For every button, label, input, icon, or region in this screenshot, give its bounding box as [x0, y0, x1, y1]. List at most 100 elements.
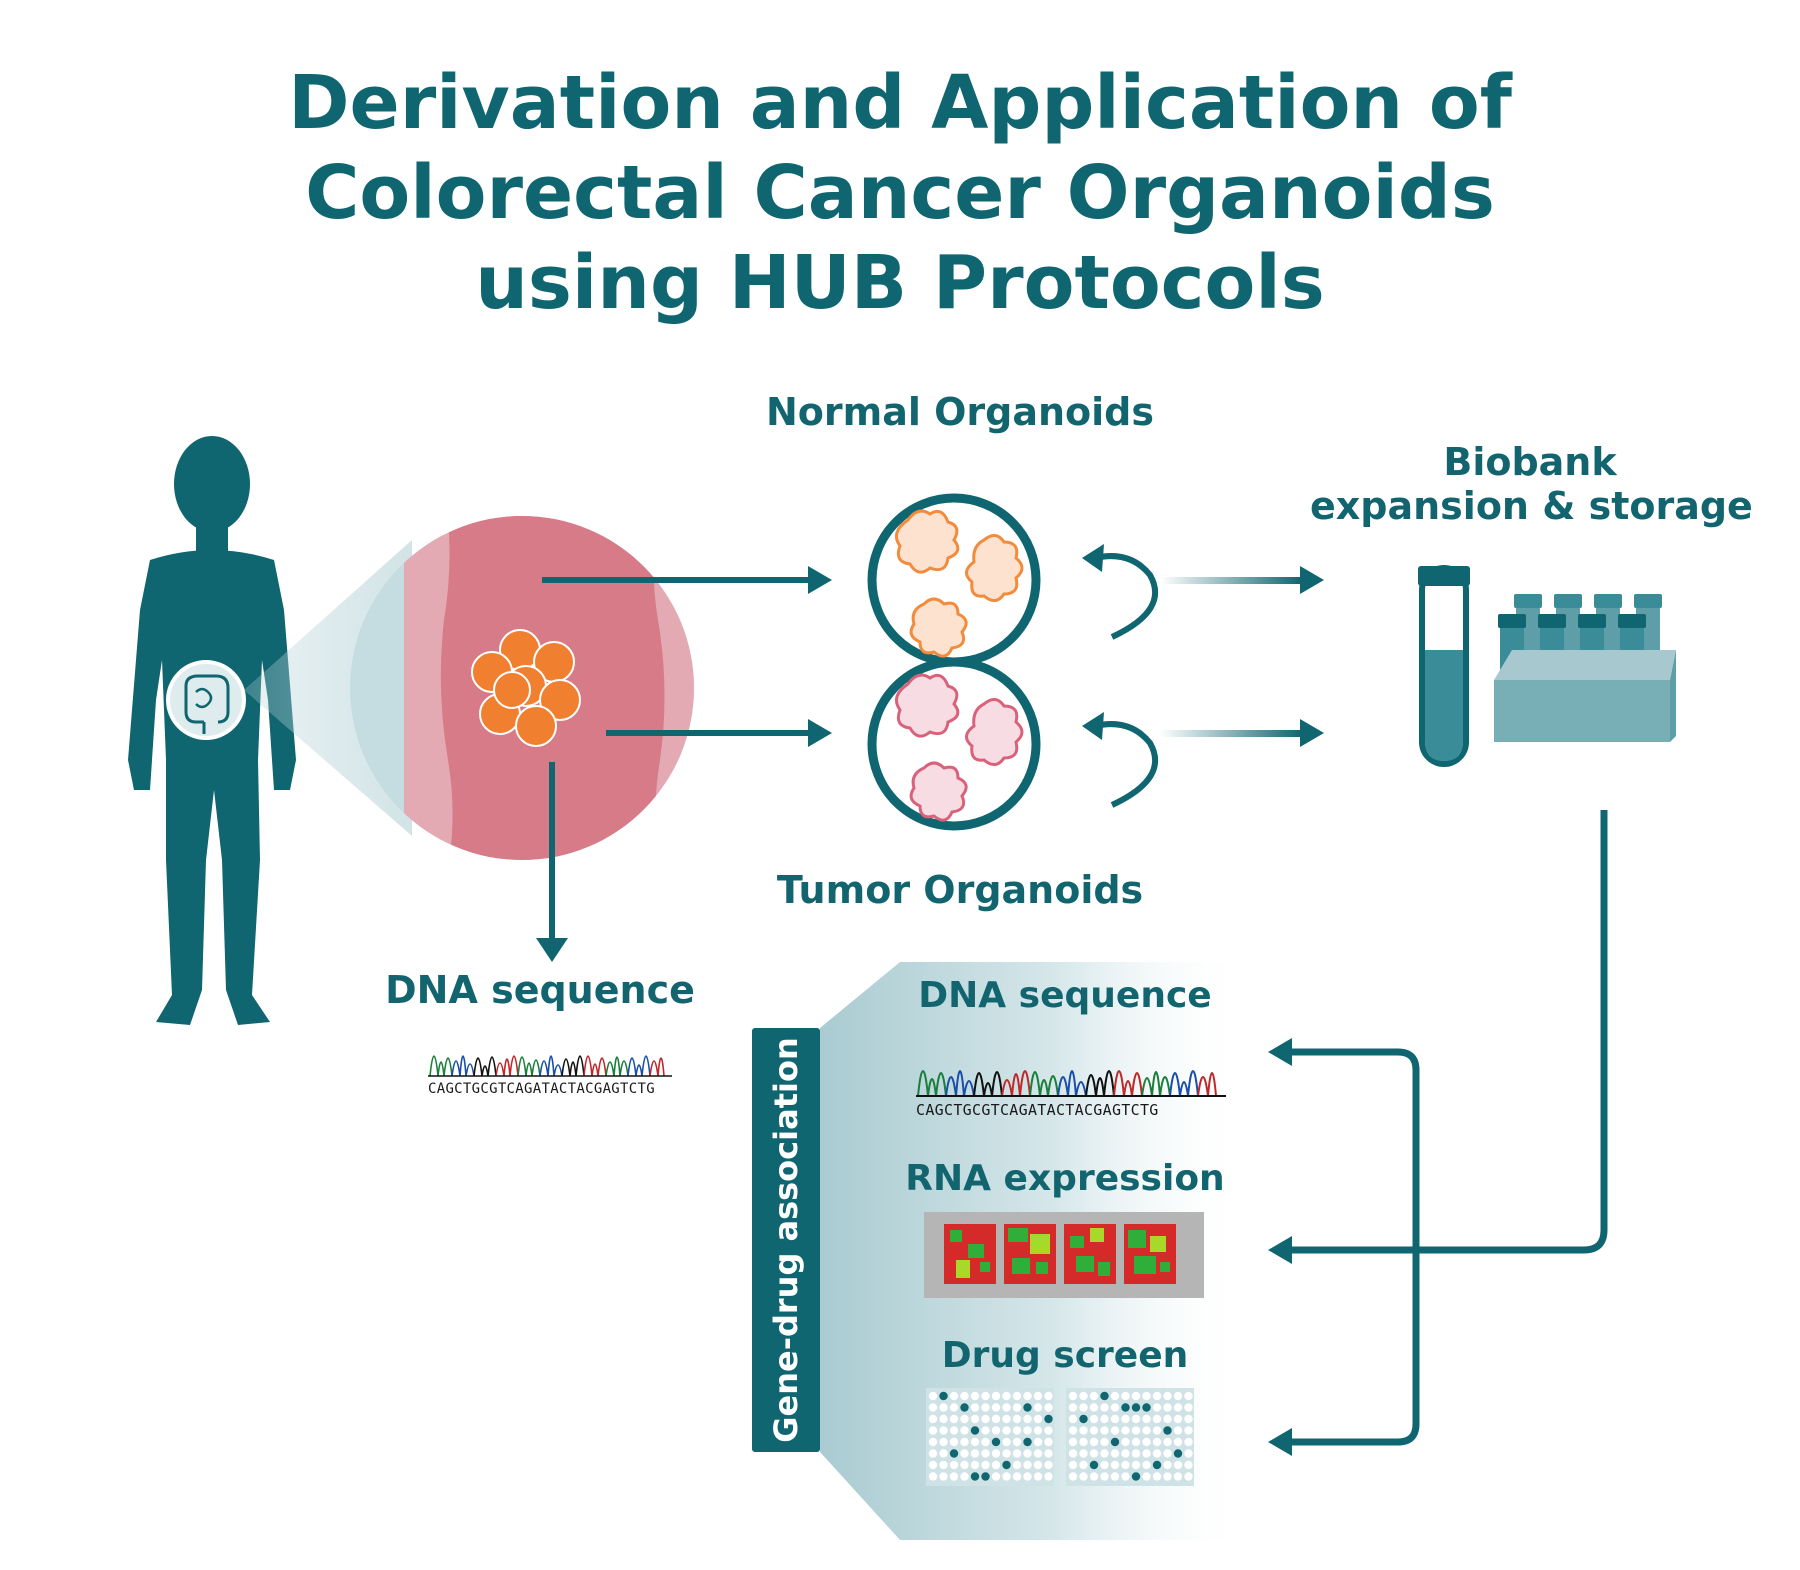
well-dot — [1131, 1391, 1141, 1401]
well-dot — [949, 1403, 959, 1412]
well-dot — [1044, 1449, 1053, 1458]
well-dot — [1002, 1460, 1011, 1470]
well-dot — [928, 1472, 938, 1481]
well-dot — [981, 1472, 990, 1481]
well-dot — [1173, 1426, 1183, 1435]
arrow-to-dna-sequence — [536, 762, 568, 962]
well-dot — [1184, 1437, 1193, 1447]
normal-organoid-dish-icon — [867, 493, 1041, 667]
well-dot — [960, 1403, 969, 1412]
well-dot — [1100, 1391, 1109, 1401]
arrow-to-biobank-upper — [1160, 566, 1324, 594]
well-dot — [1089, 1403, 1099, 1412]
well-dot — [949, 1449, 959, 1458]
well-dot — [1163, 1437, 1172, 1447]
well-dot — [1068, 1414, 1078, 1424]
well-dot — [1033, 1414, 1043, 1424]
well-dot — [1142, 1437, 1151, 1447]
well-dot — [1002, 1437, 1011, 1447]
well-dot — [928, 1414, 938, 1424]
tumor-organoids-label: Tumor Organoids — [776, 868, 1144, 912]
well-dot — [1012, 1414, 1022, 1424]
well-dot — [981, 1449, 990, 1458]
well-dot — [1068, 1391, 1078, 1401]
well-dot — [991, 1472, 1001, 1481]
well-dot — [1131, 1449, 1141, 1458]
well-dot — [991, 1403, 1001, 1412]
well-dot — [1033, 1472, 1043, 1481]
well-dot — [939, 1449, 948, 1458]
drug-screen-label: Drug screen — [941, 1335, 1189, 1376]
well-dot — [1068, 1472, 1078, 1481]
well-dot — [1079, 1449, 1088, 1458]
well-dot — [970, 1437, 980, 1447]
well-dot — [1142, 1460, 1151, 1470]
well-dot — [939, 1414, 948, 1424]
well-dot — [960, 1426, 969, 1435]
well-dot — [960, 1472, 969, 1481]
well-dot — [1121, 1472, 1130, 1481]
well-dot — [928, 1437, 938, 1447]
well-dot — [991, 1437, 1001, 1447]
well-dot — [1002, 1426, 1011, 1435]
well-dot — [1184, 1449, 1193, 1458]
well-dot — [1152, 1449, 1162, 1458]
well-dot — [970, 1460, 980, 1470]
tumor-organoid-dish-icon — [867, 657, 1041, 831]
heatmap-block-1 — [944, 1224, 996, 1284]
well-dot — [1163, 1414, 1172, 1424]
well-dot — [1110, 1426, 1120, 1435]
well-dot — [1023, 1426, 1032, 1435]
well-dot — [1184, 1391, 1193, 1401]
well-dot — [1173, 1460, 1183, 1470]
well-dot — [1089, 1460, 1099, 1470]
well-dot — [1012, 1437, 1022, 1447]
well-dot — [991, 1414, 1001, 1424]
well-dot — [939, 1426, 948, 1435]
well-dot — [1142, 1472, 1151, 1481]
arrow-to-normal — [542, 566, 832, 594]
well-dot — [1033, 1449, 1043, 1458]
well-dot — [1033, 1403, 1043, 1412]
well-dot — [949, 1437, 959, 1447]
page-title: Derivation and Application of Colorectal… — [0, 58, 1800, 328]
well-dot — [1089, 1472, 1099, 1481]
well-dot — [1100, 1460, 1109, 1470]
well-dot — [981, 1403, 990, 1412]
well-dot — [1044, 1403, 1053, 1412]
well-dot — [1068, 1449, 1078, 1458]
well-dot — [981, 1391, 990, 1401]
well-dot — [939, 1437, 948, 1447]
well-dot — [1142, 1426, 1151, 1435]
well-dot — [1012, 1391, 1022, 1401]
well-dot — [949, 1414, 959, 1424]
well-dot — [1121, 1391, 1130, 1401]
well-dot — [939, 1391, 948, 1401]
well-dot — [1173, 1403, 1183, 1412]
well-dot — [1142, 1449, 1151, 1458]
well-dot — [991, 1460, 1001, 1470]
well-dot — [1173, 1437, 1183, 1447]
well-dot — [1163, 1403, 1172, 1412]
well-dot — [939, 1460, 948, 1470]
well-dot — [1152, 1426, 1162, 1435]
title-line-3: using HUB Protocols — [475, 240, 1325, 326]
well-dot — [1089, 1449, 1099, 1458]
well-dot — [1023, 1472, 1032, 1481]
well-dot — [1152, 1437, 1162, 1447]
drug-screen-plate-right — [1066, 1388, 1194, 1486]
well-dot — [928, 1391, 938, 1401]
well-dot — [1110, 1449, 1120, 1458]
well-dot — [970, 1449, 980, 1458]
well-dot — [1121, 1460, 1130, 1470]
well-dot — [928, 1460, 938, 1470]
well-dot — [1142, 1391, 1151, 1401]
well-dot — [991, 1391, 1001, 1401]
well-dot — [1184, 1460, 1193, 1470]
biobank-label-line-2: expansion & storage — [1310, 484, 1753, 528]
well-dot — [981, 1460, 990, 1470]
well-dot — [1173, 1449, 1183, 1458]
well-dot — [1131, 1472, 1141, 1481]
well-dot — [1110, 1437, 1120, 1447]
well-dot — [1100, 1403, 1109, 1412]
